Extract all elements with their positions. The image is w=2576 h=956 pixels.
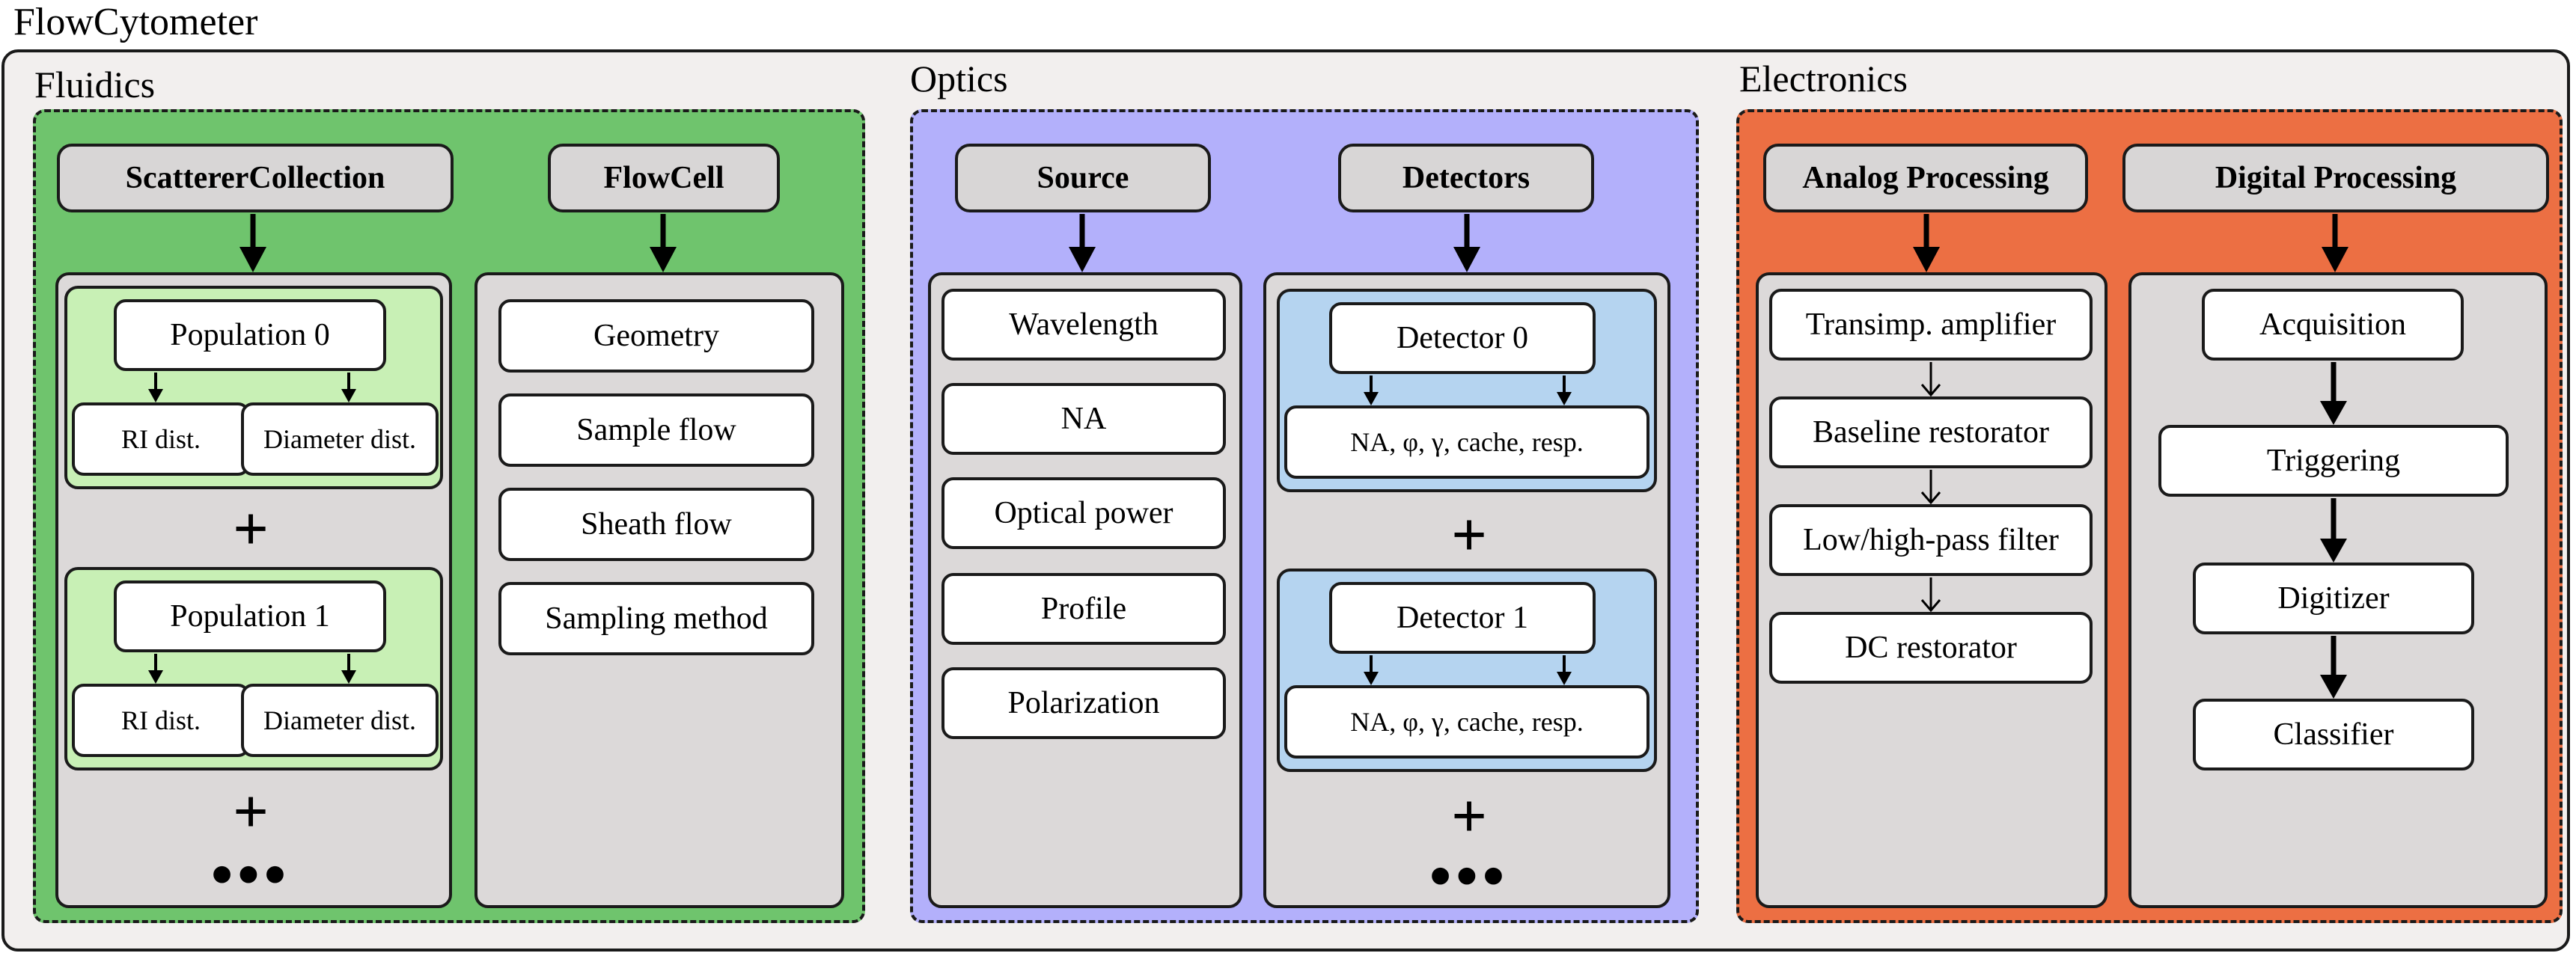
digital-triggering: Triggering [2158,425,2509,497]
flowcell-header: FlowCell [548,144,780,212]
flowcell-sampling-method: Sampling method [498,582,814,655]
arrow-scatterer-to-group [239,214,266,272]
source-header: Source [955,144,1211,212]
arrow-digital-to-group [2322,214,2348,272]
analog-chain-arrows [1920,362,1941,613]
detector-1-arrows [1364,655,1572,685]
detector-ellipsis: ••• [1429,842,1510,911]
detector-plus-1: + [1451,500,1487,570]
flowcell-geometry: Geometry [498,299,814,373]
population-0-label: Population 0 [114,299,386,371]
arrow-detectors-to-group [1453,214,1480,272]
scatterer-collection-header: ScattererCollection [57,144,454,212]
analog-low-high-pass-filter: Low/high-pass filter [1769,504,2093,576]
arrow-analog-to-group [1913,214,1940,272]
optics-label: Optics [910,58,1008,99]
detector-plus-2: + [1451,782,1487,851]
analog-transimpedance-amplifier: Transimp. amplifier [1769,289,2093,361]
population-1-arrows [148,654,356,684]
source-optical-power: Optical power [941,477,1226,549]
detector-0-label: Detector 0 [1329,302,1596,374]
digital-digitizer: Digitizer [2193,563,2474,634]
analog-processing-header: Analog Processing [1763,144,2088,212]
detectors-header: Detectors [1338,144,1594,212]
digital-processing-header: Digital Processing [2122,144,2549,212]
population-1-ri-dist: RI dist. [72,684,250,757]
source-polarization: Polarization [941,667,1226,739]
source-na: NA [941,383,1226,455]
population-ellipsis: ••• [210,840,291,910]
detector-1-label: Detector 1 [1329,582,1596,654]
population-plus-1: + [233,494,269,564]
fluidics-label: Fluidics [34,64,156,105]
analog-baseline-restorator: Baseline restorator [1769,396,2093,468]
digital-chain-arrows [2320,362,2347,699]
source-wavelength: Wavelength [941,289,1226,361]
electronics-label: Electronics [1739,58,1908,99]
flowcell-sheath-flow: Sheath flow [498,488,814,561]
arrow-flowcell-to-group [650,214,677,272]
diagram-title: FlowCytometer [13,1,258,43]
population-0-ri-dist: RI dist. [72,402,250,476]
population-1-diameter-dist: Diameter dist. [241,684,439,757]
detector-1-properties: NA, φ, γ, cache, resp. [1284,685,1649,759]
detector-0-arrows [1364,376,1572,405]
analog-dc-restorator: DC restorator [1769,612,2093,684]
arrow-source-to-group [1069,214,1096,272]
population-1-label: Population 1 [114,580,386,652]
detector-0-properties: NA, φ, γ, cache, resp. [1284,405,1649,479]
population-0-arrows [148,373,356,402]
flowcell-sample-flow: Sample flow [498,393,814,467]
population-plus-2: + [233,777,269,847]
population-0-diameter-dist: Diameter dist. [241,402,439,476]
source-profile: Profile [941,573,1226,645]
digital-acquisition: Acquisition [2202,289,2464,361]
digital-classifier: Classifier [2193,699,2474,770]
